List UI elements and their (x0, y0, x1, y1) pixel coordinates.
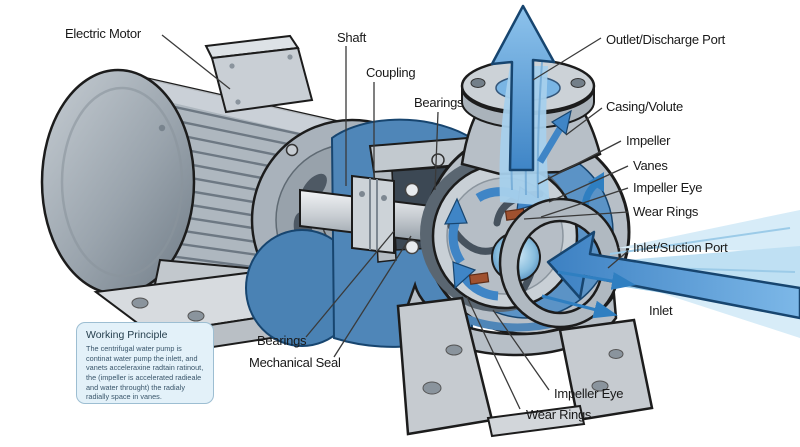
label-vanes: Vanes (633, 158, 668, 173)
pump-feet (396, 296, 654, 438)
leader-outlet-discharge (532, 37, 602, 81)
labels: Electric Motor Shaft Coupling Bearings O… (65, 26, 728, 422)
label-mechanical-seal: Mechanical Seal (249, 355, 341, 370)
label-wear-rings-bottom: Wear Rings (526, 407, 592, 422)
leader-impeller (537, 140, 622, 185)
label-outlet-discharge-port: Outlet/Discharge Port (606, 32, 726, 47)
leader-electric-motor (161, 34, 231, 90)
outlet-arrow-up (490, 4, 556, 172)
label-coupling: Coupling (366, 65, 415, 80)
leader-impeller-eye-right (540, 187, 629, 218)
discharge-small-arrow (536, 109, 572, 164)
leader-wear-rings-bottom (466, 296, 521, 410)
leader-bearings-top (434, 111, 439, 191)
label-bearings-bottom: Bearings (257, 333, 307, 348)
label-impeller: Impeller (626, 133, 671, 148)
inlet-thin-arrows (541, 270, 636, 319)
leader-impeller-eye-bottom (492, 309, 550, 391)
label-shaft: Shaft (337, 30, 367, 45)
label-inlet: Inlet (649, 303, 673, 318)
label-impeller-eye-bottom: Impeller Eye (554, 386, 623, 401)
leader-vanes (548, 165, 629, 203)
coupling (351, 174, 395, 255)
label-casing-volute: Casing/Volute (606, 99, 683, 114)
working-principle-title: Working Principle (86, 329, 168, 341)
leader-bearings-bottom (305, 230, 395, 338)
label-wear-rings-right: Wear Rings (633, 204, 699, 219)
leader-casing-volute (565, 107, 603, 136)
leader-mechanical-seal (333, 235, 412, 358)
label-inlet-suction-port: Inlet/Suction Port (633, 240, 728, 255)
impeller (420, 156, 579, 312)
leader-lines (161, 34, 629, 410)
suction-collar (498, 197, 622, 329)
working-principle-body: The centrifugal water pump is continat w… (86, 344, 204, 402)
label-bearings-top: Bearings (414, 95, 464, 110)
label-impeller-eye-right: Impeller Eye (633, 180, 702, 195)
inlet-arrow (546, 230, 800, 320)
label-electric-motor: Electric Motor (65, 26, 142, 41)
leader-inlet-suction (607, 250, 629, 269)
leader-wear-rings-right (523, 211, 629, 220)
motor-junction-box (204, 34, 314, 114)
working-principle-box: Working Principle The centrifugal water … (76, 322, 214, 404)
